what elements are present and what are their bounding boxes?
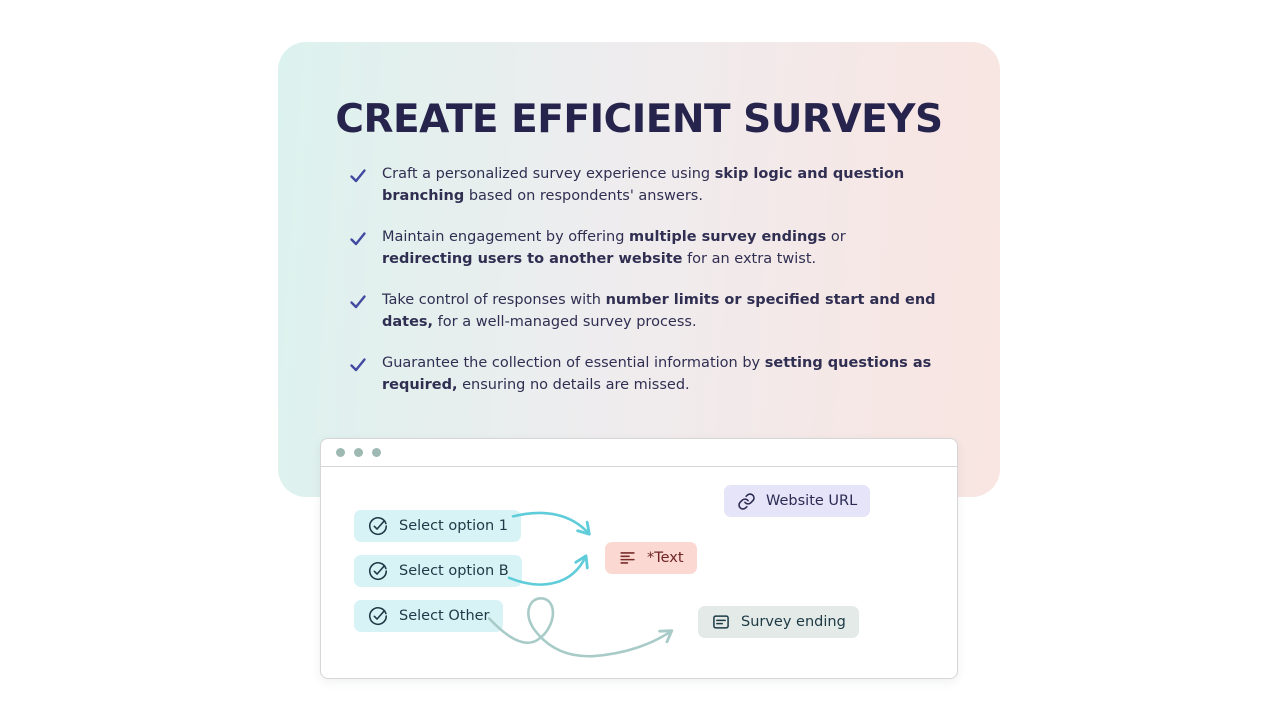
bullet-item: Craft a personalized survey experience u… xyxy=(348,163,936,207)
select-other-chip[interactable]: Select Other xyxy=(354,600,503,632)
check-circle-icon xyxy=(368,607,388,626)
check-icon xyxy=(348,355,368,375)
select-option-b-chip[interactable]: Select option B xyxy=(354,555,522,587)
select-option-1-chip[interactable]: Select option 1 xyxy=(354,510,522,542)
document-icon xyxy=(713,615,729,629)
bullet-item: Take control of responses with number li… xyxy=(348,289,936,333)
window-dot-icon xyxy=(354,448,363,457)
bullet-text: Maintain engagement by offering multiple… xyxy=(382,229,846,267)
check-icon xyxy=(348,229,368,249)
chip-label: Select Other xyxy=(399,608,490,624)
window-dot-icon xyxy=(372,448,381,457)
chip-label: Website URL xyxy=(766,493,858,509)
page-title: CREATE EFFICIENT SURVEYS xyxy=(335,97,943,142)
check-icon xyxy=(348,292,368,312)
window-dot-icon xyxy=(336,448,345,457)
chip-label: Survey ending xyxy=(741,614,846,630)
chip-label: Select option B xyxy=(399,563,509,579)
check-circle-icon xyxy=(368,562,388,581)
check-icon xyxy=(348,166,368,186)
arrow-other-to-ending xyxy=(487,597,670,658)
browser-window: Website URL Select option 1 Select optio… xyxy=(320,438,958,679)
bullet-text: Craft a personalized survey experience u… xyxy=(382,166,905,204)
chip-label: Select option 1 xyxy=(399,518,509,534)
chip-label: *Text xyxy=(647,550,684,566)
check-circle-icon xyxy=(368,517,388,536)
website-url-chip[interactable]: Website URL xyxy=(724,485,871,517)
arrow-option1-to-text xyxy=(511,511,588,533)
bullet-item: Maintain engagement by offering multiple… xyxy=(348,226,936,270)
text-question-chip[interactable]: *Text xyxy=(605,542,697,574)
align-left-icon xyxy=(620,551,635,564)
bullet-item: Guarantee the collection of essential in… xyxy=(348,352,936,396)
feature-card: CREATE EFFICIENT SURVEYS Craft a persona… xyxy=(278,42,1000,497)
bullet-list: Craft a personalized survey experience u… xyxy=(348,163,936,396)
browser-titlebar xyxy=(321,439,957,467)
bullet-text: Take control of responses with number li… xyxy=(382,292,936,330)
link-icon xyxy=(738,492,755,510)
bullet-text: Guarantee the collection of essential in… xyxy=(382,355,932,393)
survey-ending-chip[interactable]: Survey ending xyxy=(698,606,859,638)
